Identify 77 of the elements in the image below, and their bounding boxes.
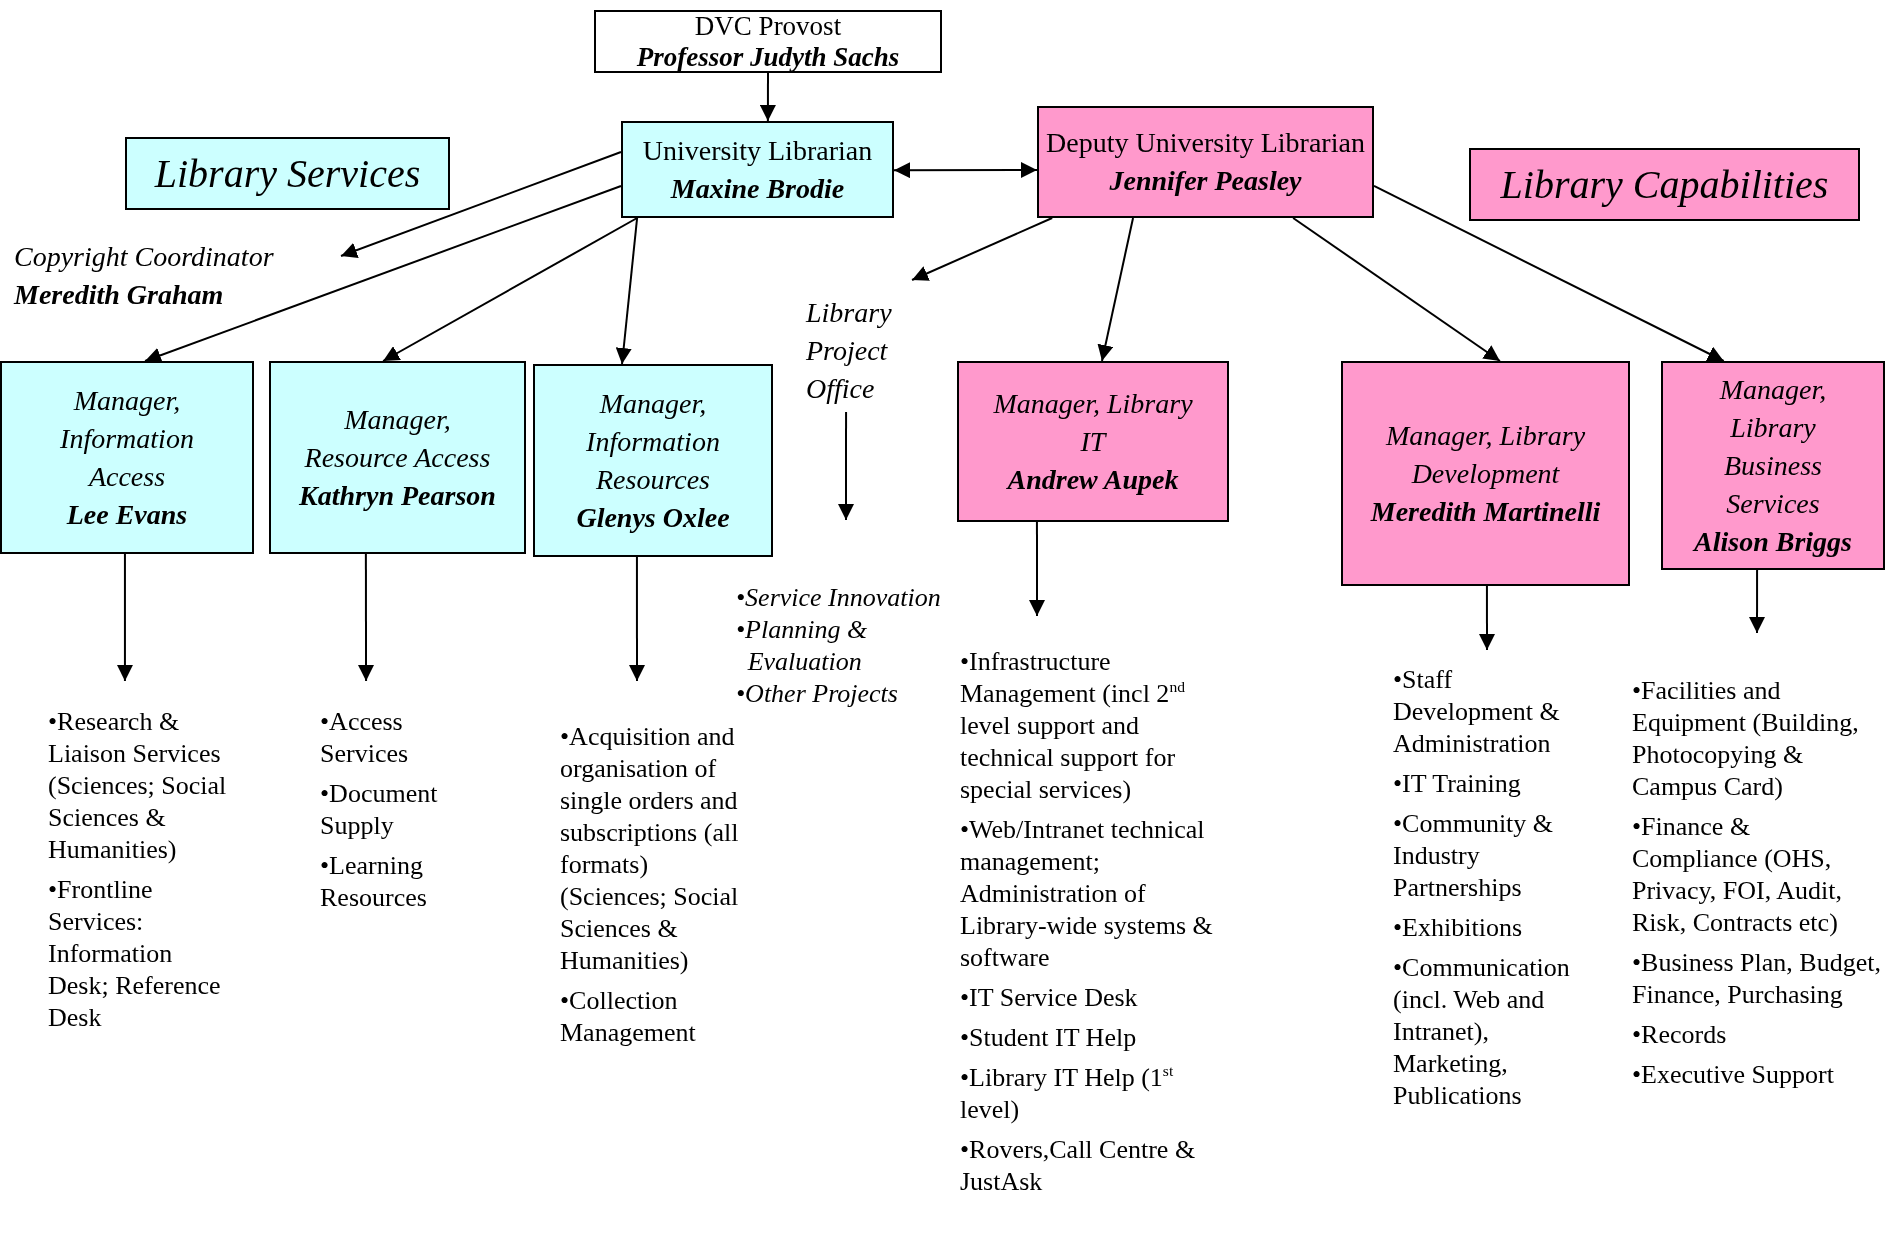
section-label-box xyxy=(125,137,450,210)
bullet-item: •Acquisition and organisation of single orders and subscriptions (all formats) (Sciences; Social Sciences & Humanities) xyxy=(560,721,740,977)
arrow xyxy=(1749,569,1765,634)
bullet-item: •Collection Management xyxy=(560,985,697,1049)
person-name: Lee Evans xyxy=(66,497,188,532)
role-title: Manager, Library Business Services xyxy=(1718,372,1828,521)
bullet-item: •Rovers,Call Centre & JustAsk xyxy=(960,1134,1197,1198)
role-box xyxy=(1341,361,1630,586)
role-box xyxy=(269,361,526,554)
arrow xyxy=(615,217,639,365)
bullet-item: •Communication (incl. Web and Intranet), Marketing, Publications xyxy=(1393,952,1571,1112)
arrow xyxy=(144,185,622,363)
role-box xyxy=(533,364,773,557)
bullet-item: •Library IT Help (1$^{st}$ level) xyxy=(960,1062,1175,1126)
bullet-item: •Service Innovation xyxy=(736,582,942,614)
section-title: Library Services xyxy=(154,150,421,197)
bullet-item: •Finance & Compliance (OHS, Privacy, FOI, Audit, Risk, Contracts etc) xyxy=(1632,811,1843,939)
arrow xyxy=(1097,217,1135,362)
role-box xyxy=(1661,361,1885,570)
role-title: Manager, Library IT xyxy=(992,386,1194,459)
bullet-item: •Other Projects xyxy=(736,678,899,710)
role-title: Manager, Library Development xyxy=(1384,418,1587,491)
section-label-box xyxy=(1469,148,1860,221)
person-name: Glenys Oxlee xyxy=(576,500,730,535)
bullet-item: •Research & Liaison Services (Sciences; Social Sciences & Humanities) xyxy=(48,706,228,866)
bullet-item: •IT Service Desk xyxy=(960,982,1139,1014)
arrow xyxy=(1029,521,1045,617)
role-box xyxy=(0,361,254,554)
arrow xyxy=(1479,585,1495,651)
bullet-item: •Staff Development & Administration xyxy=(1393,664,1561,760)
role-title: University Librarian xyxy=(642,133,873,168)
arrow xyxy=(893,162,1038,179)
bullet-item: •Business Plan, Budget, Finance, Purchasing xyxy=(1632,947,1882,1011)
arrow xyxy=(838,411,854,521)
arrow xyxy=(1373,184,1725,362)
person-name: Jennifer Peasley xyxy=(1109,164,1302,198)
bullet-item: •Community & Industry Partnerships xyxy=(1393,808,1555,904)
bullet-item: •Records xyxy=(1632,1019,1728,1051)
bullet-item: •Exhibitions xyxy=(1393,912,1523,944)
role-title: DVC Provost xyxy=(694,10,842,42)
person-name: Andrew Aupek xyxy=(1007,462,1179,497)
bullet-item: •Access Services xyxy=(320,706,410,770)
bullet-item: •Executive Support xyxy=(1632,1059,1835,1091)
arrow xyxy=(340,151,622,258)
role-title: Manager, Information Resources xyxy=(585,386,721,497)
person-name: Kathryn Pearson xyxy=(299,478,496,513)
bullet-item: •Infrastructure Management (incl 2$^{nd}$ level support and technical support for special services) xyxy=(960,646,1186,806)
role-title: Manager, Information Access xyxy=(59,383,195,494)
arrow xyxy=(1292,217,1501,362)
arrow xyxy=(358,553,375,682)
person-name: Maxine Brodie xyxy=(670,171,845,206)
bullet-item: •Facilities and Equipment (Building, Photocopying & Campus Card) xyxy=(1632,675,1860,803)
bullet-item: •Document Supply xyxy=(320,778,439,842)
arrow xyxy=(911,217,1054,281)
arrow xyxy=(629,556,645,682)
section-title: Library Capabilities xyxy=(1500,161,1829,208)
role-box xyxy=(621,121,894,218)
person-name: Professor Judyth Sachs xyxy=(636,41,900,73)
person-name: Alison Briggs xyxy=(1694,524,1852,559)
bullet-item: •Web/Intranet technical management; Administration of Library-wide systems & software xyxy=(960,814,1214,974)
bullet-item: •Planning & Evaluation xyxy=(736,614,869,678)
role-title: Copyright Coordinator xyxy=(14,240,275,274)
role-box xyxy=(594,10,942,73)
person-name: Meredith Martinelli xyxy=(1370,494,1601,529)
arrow xyxy=(382,217,639,362)
bullet-item: •Learning Resources xyxy=(320,850,428,914)
role-title: Library Project Office xyxy=(806,296,893,406)
bullet-item: •Frontline Services: Information Desk; Reference Desk xyxy=(48,874,222,1034)
arrow xyxy=(116,553,133,682)
role-title: Deputy University Librarian xyxy=(1046,126,1365,160)
role-box xyxy=(957,361,1229,522)
role-title: Manager, Resource Access xyxy=(303,402,492,475)
role-box xyxy=(1037,106,1374,218)
bullet-item: •Student IT Help xyxy=(960,1022,1138,1054)
bullet-item: •IT Training xyxy=(1393,768,1522,800)
arrow xyxy=(759,72,776,122)
person-name: Meredith Graham xyxy=(14,278,225,312)
